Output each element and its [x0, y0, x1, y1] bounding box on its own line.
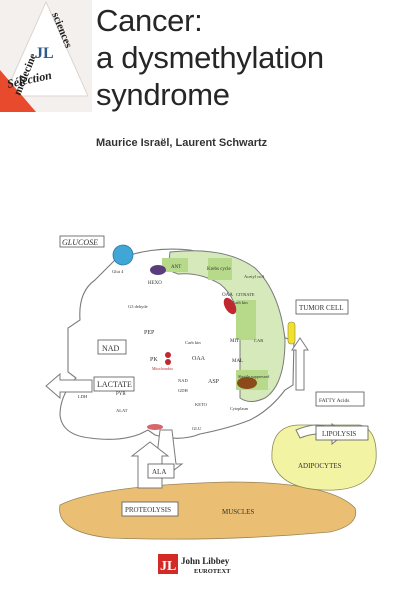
ldh-label: LDH: [78, 394, 88, 399]
shuttle-label: Shuttle suppressed: [238, 374, 270, 379]
glut-label: Glut 4: [112, 269, 124, 274]
arrow-lactate-out: [45, 372, 93, 400]
box-nad: NAD: [97, 339, 127, 355]
pk-label: PK: [150, 357, 158, 363]
brown-oval: [237, 377, 257, 389]
box-fatty-acids-label: FATTY Acids: [319, 398, 349, 404]
red-pore: [223, 297, 237, 315]
box-tumor-cell-label: TUMOR CELL: [299, 304, 344, 312]
book-title: Cancer: a dysmethylation syndrome: [96, 2, 324, 113]
ant-label: ANT: [171, 265, 181, 270]
metabolic-diagram: GLUCOSE Glut 4 HEXO ANT Krebs cycle CITR…: [45, 235, 377, 540]
box-ala-label: ALA: [152, 468, 166, 476]
badge-center: JL: [35, 45, 54, 62]
box-proteolysis-label: PROTEOLYSIS: [125, 506, 171, 514]
title-line-1: Cancer:: [96, 3, 203, 38]
carb-kin-right-label: Carb kin: [232, 300, 248, 305]
krebs-label: Krebs cycle: [207, 267, 232, 272]
keto-label: KETO: [195, 402, 208, 407]
box-nad-label: NAD: [102, 344, 120, 353]
adipocytes-shape: [271, 424, 377, 491]
publisher-name: John Libbey: [181, 556, 230, 566]
pk-marker-top: [165, 352, 171, 358]
mitochondria-label: Mitochondria: [152, 367, 173, 371]
glu-label: GLU: [192, 426, 202, 431]
title-line-2: a dysmethylation: [96, 40, 324, 75]
box-lactate-label: LACTATE: [97, 380, 132, 389]
krebs-green-box: [208, 258, 232, 280]
acetyl-coa-label: Acetyl coA: [244, 274, 265, 279]
shuttle-line-1: Shuttle suppressed: [238, 374, 270, 379]
oaa-mid-label: OAA: [192, 356, 206, 362]
pk-marker-bottom: [165, 359, 171, 365]
box-ala: ALA: [147, 463, 175, 479]
adipocytes-label: ADIPOCYTES: [298, 462, 342, 470]
hexo-label: HEXO: [148, 281, 162, 286]
citrate-label: CITRATE: [236, 292, 255, 297]
box-lactate: LACTATE: [93, 376, 135, 392]
mal-label: MAL: [232, 359, 243, 364]
mit-label: MIT: [230, 339, 239, 344]
pyr-label: PYR: [116, 392, 126, 397]
g3dehyde-label: G3 dehyde: [128, 304, 148, 309]
cytoplasm-label: Cytoplasm: [230, 406, 249, 411]
right-green-box: [236, 300, 256, 340]
arrow-fatty-in: [291, 337, 309, 391]
book-authors: Maurice Israël, Laurent Schwartz: [96, 137, 268, 149]
glucose-label: GLUCOSE: [62, 238, 98, 247]
title-line-3: syndrome: [96, 77, 230, 112]
carb-kin-mid-label: Carb kin: [185, 340, 201, 345]
publisher-logo-mark: JL: [160, 559, 176, 574]
asp-label: ASP: [208, 379, 220, 385]
series-badge: médecine sciences JL Sélection: [0, 0, 92, 112]
badge-corner-shape: [0, 70, 36, 112]
oaa-right-label: OAA: [222, 293, 233, 298]
glut-channel: [112, 244, 134, 266]
box-tumor-cell: TUMOR CELL: [295, 299, 349, 315]
hexo-enzyme: [150, 265, 166, 275]
box-lipolysis-label: LIPOLYSIS: [322, 430, 356, 438]
gdh-label: GDH: [178, 388, 188, 393]
glucose-box: [59, 235, 105, 248]
alat-label: ALAT: [116, 408, 128, 413]
pep-label: PEP: [144, 330, 155, 336]
box-proteolysis: PROTEOLYSIS: [121, 501, 179, 517]
muscles-shape: [59, 481, 357, 540]
box-lipolysis: LIPOLYSIS: [315, 425, 369, 441]
publisher-logo: JL John Libbey EUROTEXT: [158, 554, 231, 575]
box-fatty-acids: FATTY Acids: [315, 391, 365, 407]
yellow-channel: [287, 321, 296, 345]
red-muscle-pore: [147, 424, 163, 430]
publisher-sub: EUROTEXT: [194, 568, 231, 575]
car-label: CAR: [254, 338, 263, 343]
nad-small-label: NAD: [178, 378, 188, 383]
mitochondria-region: [167, 250, 286, 402]
muscles-label: MUSCLES: [222, 508, 254, 516]
ant-green-box: [162, 258, 188, 272]
